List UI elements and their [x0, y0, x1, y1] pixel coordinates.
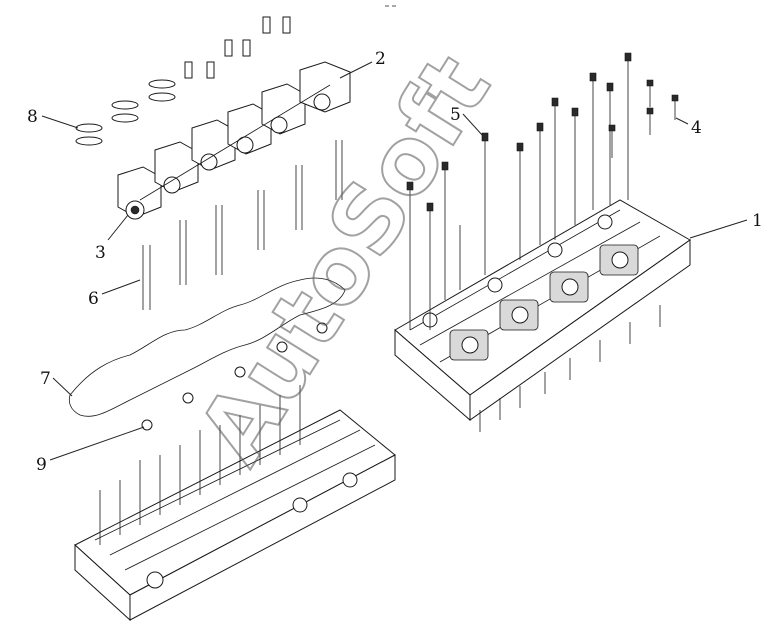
head-bolts — [406, 52, 679, 330]
rocker-arm-4 — [227, 103, 272, 155]
callout-5: 5 — [450, 105, 461, 125]
callout-9: 9 — [36, 455, 47, 475]
callout-4: 4 — [691, 118, 702, 138]
head-rocker-cluster — [422, 214, 639, 361]
rocker-arm-1 — [117, 166, 162, 220]
leader-lines — [41, 61, 748, 461]
callout-1: 1 — [752, 211, 763, 231]
rocker-arm-assemblies — [117, 61, 351, 220]
rocker-cover-gasket — [68, 277, 346, 417]
cylinder-head-assembled — [394, 199, 691, 432]
callout-2: 2 — [375, 49, 386, 69]
callout-3: 3 — [95, 243, 106, 263]
callout-6: 6 — [88, 289, 99, 309]
callout-8: 8 — [27, 107, 38, 127]
rocker-arm-5 — [261, 83, 306, 135]
rocker-arm-2 — [154, 141, 199, 194]
callout-7: 7 — [40, 369, 51, 389]
cylinder-head-bare — [74, 385, 396, 622]
callout-labels: 1 2 3 4 5 6 7 8 9 — [27, 49, 763, 475]
pushrods — [142, 140, 343, 310]
grommets — [141, 322, 328, 431]
rocker-arm-6 — [299, 61, 351, 113]
rocker-arm-3 — [191, 119, 236, 171]
valve-caps — [184, 16, 291, 79]
valve-keepers — [75, 79, 176, 146]
